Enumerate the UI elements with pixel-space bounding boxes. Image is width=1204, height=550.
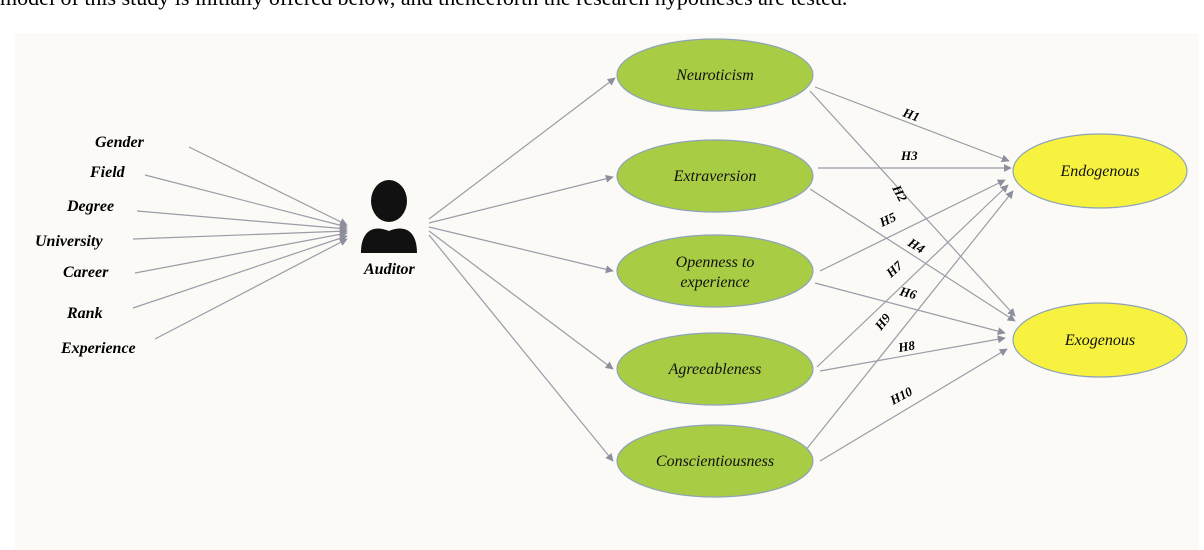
hypothesis-label-h2: H2	[889, 181, 911, 204]
hypothesis-label-h8: H8	[896, 337, 916, 355]
demographic-label-rank: Rank	[66, 305, 103, 322]
arrow-h5	[819, 179, 1006, 272]
arrow-h9	[804, 190, 1014, 452]
hypothesis-label-h1: H1	[900, 104, 922, 124]
hypothesis-label-h3: H3	[900, 148, 918, 163]
auditor-arrows	[428, 77, 616, 462]
arrow-gender	[188, 146, 348, 226]
arrow-h7	[816, 184, 1009, 368]
arrow-degree	[136, 210, 348, 233]
trait-extraversion	[616, 139, 814, 213]
demographic-label-career: Career	[63, 264, 109, 281]
arrow-h2	[809, 90, 1016, 317]
hypothesis-label-h5: H5	[876, 209, 899, 230]
hypothesis-label-h9: H9	[871, 310, 894, 334]
trait-nodes	[616, 38, 814, 498]
trait-agreeableness	[616, 332, 814, 406]
conceptual-model-diagram: Auditor Gender Field Degree University C…	[35, 38, 1188, 498]
diagram-panel: Auditor Gender Field Degree University C…	[15, 33, 1199, 550]
arrow-h8	[819, 335, 1006, 372]
demographic-label-field: Field	[89, 164, 126, 181]
demographic-label-university: University	[35, 233, 103, 250]
hypothesis-label-h7: H7	[882, 258, 905, 281]
trait-label-neuroticism: Neuroticism	[675, 67, 754, 84]
hypothesis-label-h10: H10	[886, 383, 915, 408]
demographic-arrows	[132, 146, 348, 340]
trait-label-extraversion: Extraversion	[673, 168, 757, 185]
trait-neuroticism	[616, 38, 814, 112]
arrow-field	[144, 174, 348, 230]
demographic-label-experience: Experience	[60, 340, 136, 357]
outcome-endogenous	[1012, 133, 1188, 209]
trait-label-agreeableness: Agreeableness	[668, 361, 762, 378]
trait-conscientiousness	[616, 424, 814, 498]
outcome-label-endogenous: Endogenous	[1059, 163, 1139, 180]
arrow-career	[134, 230, 348, 274]
trait-label-openness-line1: Openness to	[676, 254, 755, 271]
trait-openness	[616, 234, 814, 308]
hypothesis-label-h4: H4	[905, 234, 928, 256]
outcome-exogenous	[1012, 302, 1188, 378]
arrow-university	[132, 227, 348, 240]
arrow-h1	[814, 86, 1010, 163]
demographic-label-degree: Degree	[66, 198, 114, 215]
arrow-h6	[814, 282, 1006, 336]
arrow-h10	[819, 348, 1008, 462]
hypothesis-label-h6: H6	[897, 283, 918, 302]
trait-label-openness-line2: experience	[680, 274, 749, 291]
hypothesis-arrows	[804, 86, 1016, 462]
arrow-experience	[154, 238, 348, 340]
outcome-label-exogenous: Exogenous	[1064, 332, 1135, 349]
auditor-label: Auditor	[363, 261, 415, 278]
intro-text: model of this study is initially offered…	[0, 0, 1204, 11]
person-icon	[361, 180, 417, 253]
arrow-h4	[809, 188, 1016, 322]
arrow-rank	[132, 234, 348, 309]
trait-label-conscientiousness: Conscientiousness	[656, 453, 774, 470]
demographic-label-gender: Gender	[95, 134, 145, 151]
